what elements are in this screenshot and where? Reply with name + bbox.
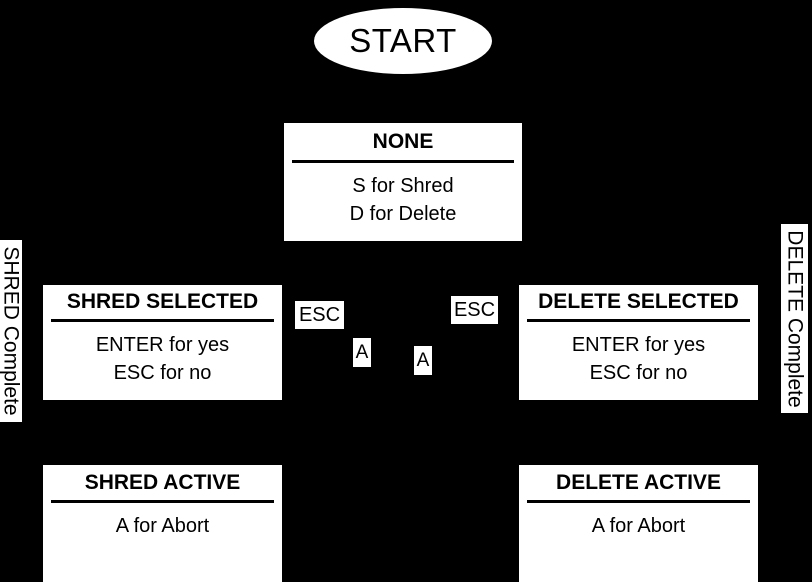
state-node-start[interactable]: START: [314, 8, 492, 74]
state-node-none[interactable]: NONE S for Shred D for Delete: [284, 123, 522, 241]
transition-label-shred-complete-text: SHRED Complete: [0, 246, 22, 416]
transition-label-delete-complete[interactable]: DELETE Complete: [781, 224, 808, 413]
state-node-shred-active-title: SHRED ACTIVE: [51, 465, 274, 503]
state-node-shred-selected[interactable]: SHRED SELECTED ENTER for yes ESC for no: [43, 285, 282, 400]
transition-label-delete-complete-text: DELETE Complete: [783, 229, 807, 408]
transition-label-shred-complete[interactable]: SHRED Complete: [0, 240, 22, 422]
state-node-delete-selected-title: DELETE SELECTED: [527, 285, 750, 322]
state-node-delete-selected-body: ENTER for yes ESC for no: [571, 334, 706, 384]
transition-label-delete-selected-esc[interactable]: ESC: [451, 296, 498, 324]
state-node-start-label: START: [349, 22, 457, 59]
state-node-shred-selected-body: ENTER for yes ESC for no: [95, 334, 230, 384]
state-node-delete-active-body: A for Abort: [591, 515, 686, 537]
transition-label-delete-abort[interactable]: A: [414, 346, 432, 375]
state-node-shred-active[interactable]: SHRED ACTIVE A for Abort: [43, 465, 282, 582]
state-node-shred-selected-title: SHRED SELECTED: [51, 285, 274, 322]
state-node-delete-active-title: DELETE ACTIVE: [527, 465, 750, 503]
state-node-delete-active[interactable]: DELETE ACTIVE A for Abort: [519, 465, 758, 582]
state-node-none-title: NONE: [292, 123, 514, 163]
state-node-none-body: S for Shred D for Delete: [349, 175, 457, 225]
state-node-shred-active-body: A for Abort: [115, 515, 210, 537]
state-node-delete-selected[interactable]: DELETE SELECTED ENTER for yes ESC for no: [519, 285, 758, 400]
transition-label-shred-abort[interactable]: A: [353, 338, 371, 367]
transition-label-shred-selected-esc[interactable]: ESC: [295, 301, 344, 329]
